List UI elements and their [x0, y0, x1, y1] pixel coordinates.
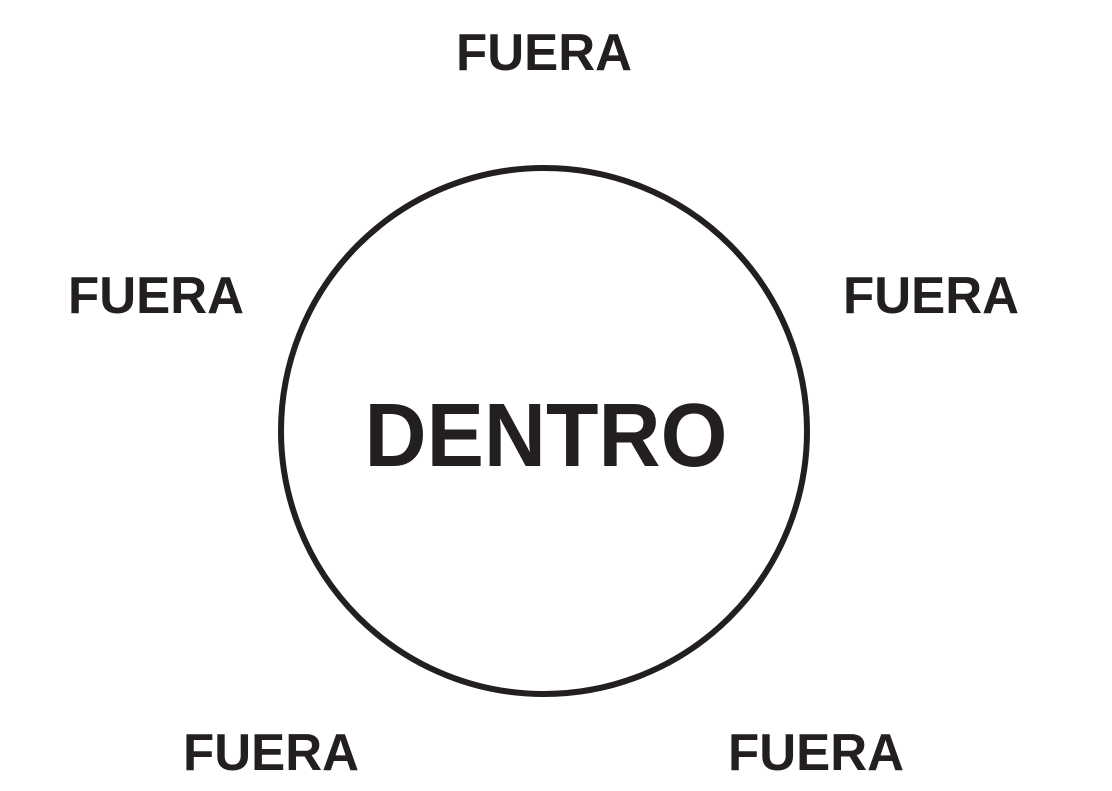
outside-label-top: FUERA	[456, 24, 632, 82]
boundary-circle	[278, 165, 810, 697]
outside-label-bottom-right: FUERA	[728, 724, 904, 782]
outside-label-right: FUERA	[843, 267, 1019, 325]
center-label-dentro: DENTRO	[365, 386, 728, 486]
outside-label-left: FUERA	[68, 267, 244, 325]
outside-label-bottom-left: FUERA	[183, 724, 359, 782]
